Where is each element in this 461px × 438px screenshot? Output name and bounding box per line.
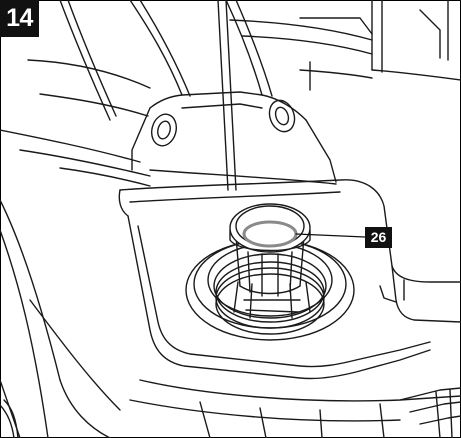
tray <box>118 179 461 438</box>
callout-leader-line <box>295 233 366 238</box>
left-wall <box>0 199 121 438</box>
bottom-right-detail <box>399 387 461 438</box>
adapter-cylinder <box>229 203 311 297</box>
threaded-port <box>185 239 355 341</box>
bridge-bracket <box>131 0 337 191</box>
part-callout-label: 26 <box>365 227 392 248</box>
step-number-badge: 14 <box>0 0 39 37</box>
upper-housing <box>0 0 461 187</box>
